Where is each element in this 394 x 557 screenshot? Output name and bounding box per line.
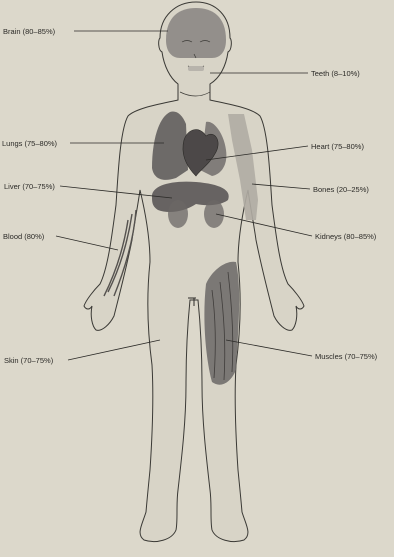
leader-muscles [226,340,312,356]
label-bones: Bones (20–25%) [313,185,369,194]
leader-skin [68,340,160,360]
label-brain: Brain (80–85%) [3,27,55,36]
label-skin: Skin (70–75%) [4,356,53,365]
label-blood: Blood (80%) [3,232,44,241]
label-teeth: Teeth (8–10%) [311,69,360,78]
label-muscles: Muscles (70–75%) [315,352,377,361]
muscles-shape [204,262,239,385]
brain-shape [166,8,226,58]
leader-blood [56,236,118,250]
label-liver: Liver (70–75%) [4,182,55,191]
teeth-shape [188,66,204,71]
kidney-left-shape [168,200,188,228]
kidney-right-shape [204,200,224,228]
label-lungs: Lungs (75–80%) [2,139,57,148]
label-heart: Heart (75–80%) [311,142,364,151]
label-kidneys: Kidneys (80–85%) [315,232,376,241]
